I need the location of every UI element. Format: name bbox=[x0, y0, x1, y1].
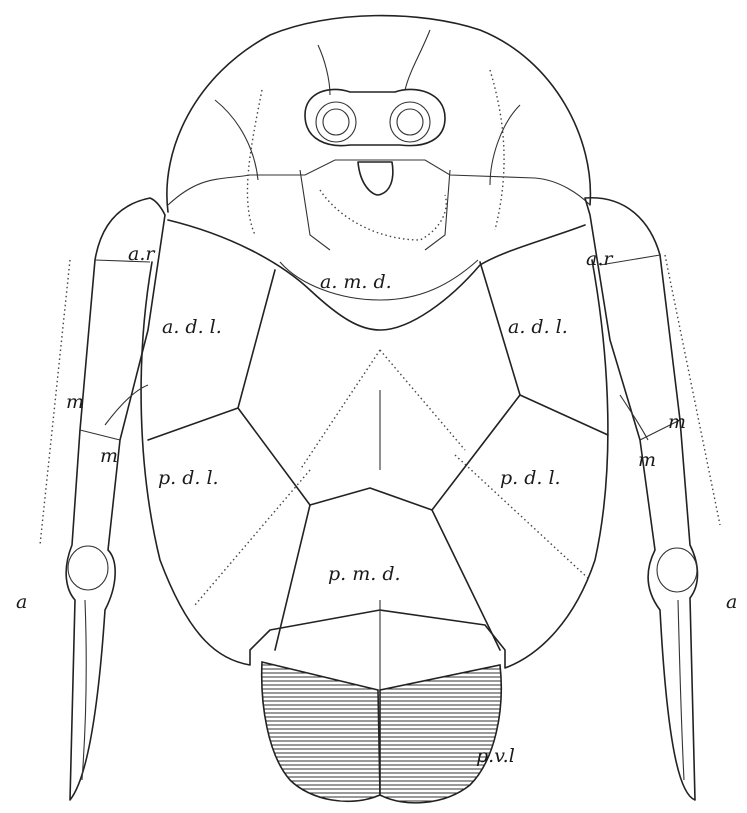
label-a-right: a bbox=[726, 591, 737, 613]
trunk-shield bbox=[141, 220, 608, 770]
label-ar-right: a.r bbox=[586, 248, 614, 270]
label-m-left-lower: m bbox=[100, 445, 118, 467]
label-pdl-left: p. d. l. bbox=[158, 467, 219, 489]
label-m-left-upper: m bbox=[66, 391, 84, 413]
label-adl-right: a. d. l. bbox=[508, 316, 568, 338]
label-pdl-right: p. d. l. bbox=[500, 467, 561, 489]
right-eye bbox=[390, 102, 430, 142]
label-pmd: p. m. d. bbox=[328, 563, 401, 585]
label-m-right-lower: m bbox=[638, 449, 656, 471]
label-a-left: a bbox=[16, 591, 27, 613]
left-appendage bbox=[40, 198, 165, 800]
head-shield bbox=[167, 16, 591, 250]
orbital-plate bbox=[305, 89, 445, 195]
label-ar-left: a.r bbox=[128, 243, 156, 265]
label-m-right-upper: m bbox=[668, 411, 686, 433]
label-amd: a. m. d. bbox=[320, 271, 392, 293]
rostral-process bbox=[358, 162, 393, 195]
label-pvl: p.v.l bbox=[476, 745, 515, 767]
left-eye bbox=[316, 102, 356, 142]
label-adl-left: a. d. l. bbox=[162, 316, 222, 338]
posterior-ventro-lateral-plates bbox=[262, 662, 502, 803]
